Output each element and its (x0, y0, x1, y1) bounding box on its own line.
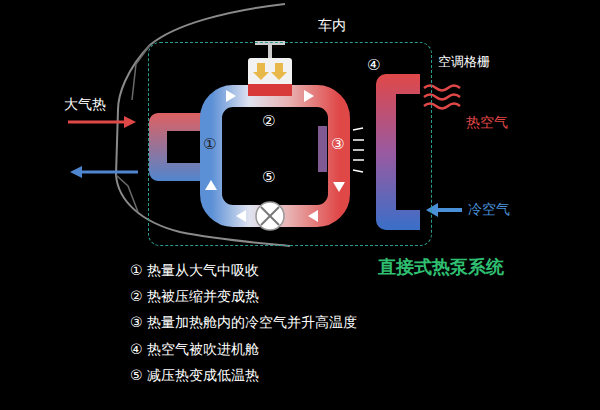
flow-label: 大气热 (64, 96, 106, 113)
compressor (248, 41, 292, 96)
condenser-fins (318, 126, 327, 172)
expansion-valve (256, 202, 284, 230)
key-item: ④ 热空气被吹进机舱 (130, 341, 259, 358)
air-duct (386, 84, 420, 220)
callout-number: ⑤ (262, 168, 275, 186)
part-label: 空调格栅 (438, 54, 490, 70)
key-item: ② 热被压缩并变成热 (130, 288, 259, 305)
key-item: ③ 热量加热舱内的冷空气并升高温度 (130, 314, 357, 331)
diagram-title: 直接式热泵系统 (378, 256, 504, 278)
flow-label: 热空气 (466, 114, 508, 131)
cabin-region: 车内 (148, 42, 432, 246)
hot-air-waves (424, 86, 460, 109)
region-heading: 车内 (315, 17, 349, 34)
car-detail (116, 45, 150, 212)
key-item: ⑤ 减压热变成低温热 (130, 367, 259, 384)
flow-label: 冷空气 (468, 201, 510, 218)
heat-arrows (353, 128, 364, 172)
atmosphere-arrows (68, 116, 138, 178)
key-item: ① 热量从大气中吸收 (130, 262, 259, 279)
callout-number: ④ (367, 56, 380, 74)
callout-number: ② (262, 112, 275, 130)
callout-number: ③ (331, 135, 344, 153)
callout-number: ① (203, 135, 216, 153)
refrigerant-loop (211, 96, 339, 216)
